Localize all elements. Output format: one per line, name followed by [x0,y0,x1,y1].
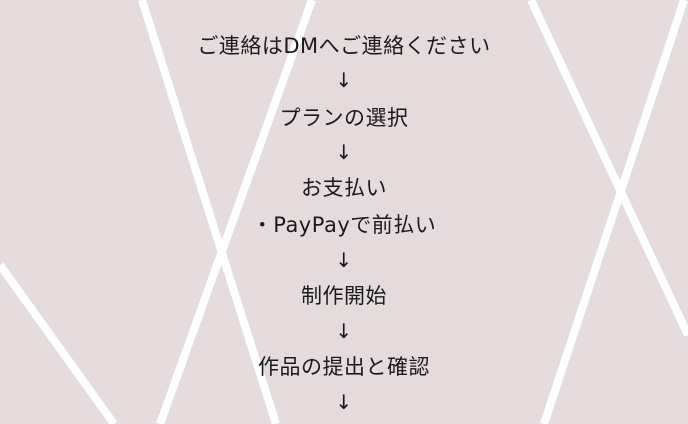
decorative-line [0,262,118,424]
decorative-line [156,0,316,424]
decorative-line [138,0,280,424]
down-arrow-icon: ↓ [335,68,353,92]
decorative-line [527,0,688,337]
step-contact-dm: ご連絡はDMへご連絡ください [197,34,491,58]
step-payment-paypay-note: ・PayPayで前払い [251,213,437,237]
step-plan-selection: プランの選択 [279,106,409,130]
step-delivery-review: 作品の提出と確認 [258,355,430,379]
step-payment: お支払い [301,176,387,200]
down-arrow-icon: ↓ [335,140,353,164]
down-arrow-icon: ↓ [335,319,353,343]
down-arrow-icon: ↓ [335,248,353,272]
step-production-start: 制作開始 [301,284,387,308]
decorative-line [540,0,688,424]
down-arrow-icon: ↓ [335,390,353,414]
